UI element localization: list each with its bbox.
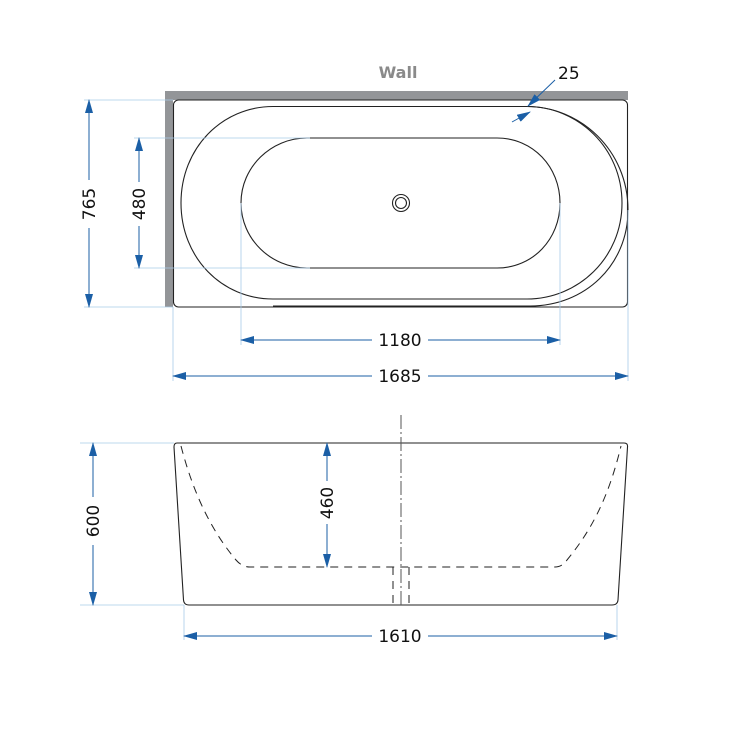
inner-depth-label: 460: [318, 487, 338, 519]
tub-rim: [180, 105, 623, 300]
wall-thickness-label: 25: [558, 64, 580, 84]
length-overall-label: 1685: [378, 367, 421, 387]
depth-overall-label: 765: [80, 188, 100, 220]
tub-rim-outer: [273, 105, 629, 307]
length-inner-label: 1180: [378, 331, 421, 351]
wall-thickness-arrow: [527, 79, 556, 107]
side-view: 600 460 1610: [80, 415, 629, 647]
wall-thickness-arrow-2: [511, 111, 531, 123]
drain-inner: [394, 196, 408, 210]
height-overall-label: 600: [84, 505, 104, 537]
drain-icon: [391, 193, 411, 213]
tub-outline-rect: [172, 99, 629, 308]
top-view: Wall 25 765 480 1180 1685: [80, 63, 629, 387]
tub-side-outline: [173, 442, 629, 606]
extension-lines: [84, 99, 629, 381]
base-length-label: 1610: [378, 627, 421, 647]
depth-inner-label: 480: [130, 188, 150, 220]
tub-inner-hidden: [180, 445, 622, 568]
wall-label: Wall: [379, 63, 418, 82]
side-extension-lines: [80, 442, 618, 640]
tub-basin: [240, 137, 561, 269]
